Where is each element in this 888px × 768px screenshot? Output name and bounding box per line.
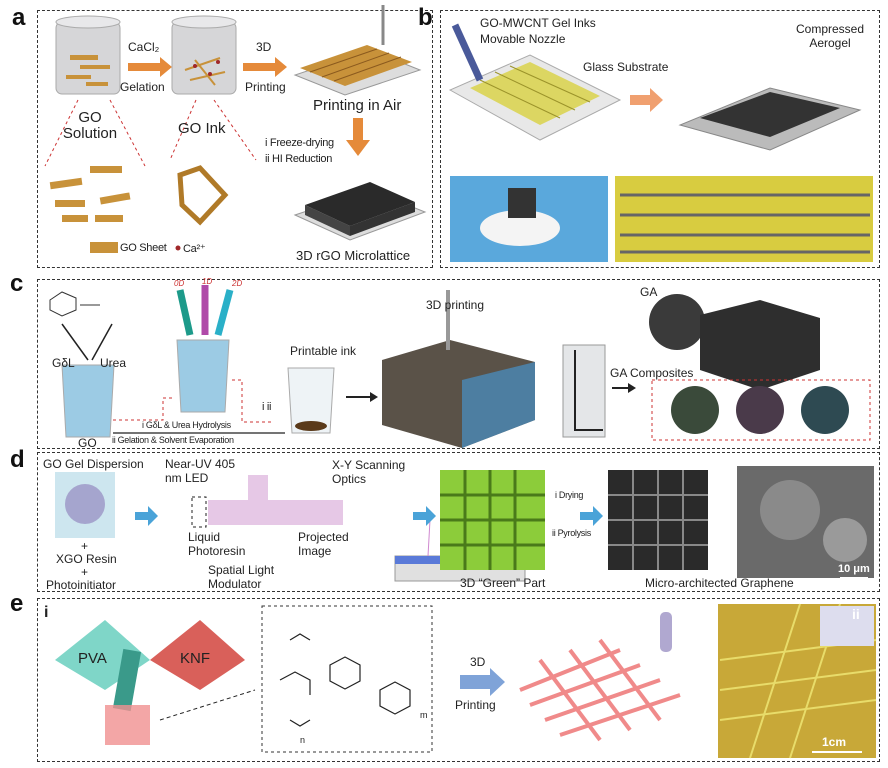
label-projected-image: Projected Image [298,530,349,558]
label-graphene: Micro-architected Graphene [645,576,794,590]
label-photoinitiator: Photoinitiator [46,578,117,592]
label-1d: 1D [202,277,213,286]
sub-label-ii: ii [852,606,860,622]
label-ga: GA [640,285,658,299]
label-drying: i Drying [555,490,584,500]
label-plus-1: + [81,539,89,553]
label-ga-composites: GA Composites [610,366,694,380]
label-microlattice: 3D rGO Microlattice [296,248,411,263]
sub-label-i: i [44,604,49,621]
scale-bar-10um: 10 μm [838,563,870,575]
panel-d [37,452,880,592]
panel-label-d: d [10,446,25,473]
label-go: GO [78,436,97,450]
label-3d: 3D [470,655,486,669]
label-hi-reduction: ii HI Reduction [265,153,333,165]
label-2d: 2D [232,279,243,288]
label-modulator: Spatial Light Modulator [208,563,275,591]
label-plus-2: + [81,565,89,579]
legend-go-sheet: GO Sheet [120,242,167,254]
label-urea: Urea [100,356,127,370]
panel-c [37,279,880,449]
label-subscript-n: n [300,735,306,745]
label-gdl: GδL [52,356,75,370]
beaker-go-solution [55,15,121,95]
panel-label-a: a [12,4,26,31]
label-photoresin: Liquid Photoresin [188,530,246,558]
label-substrate: Glass Substrate [583,60,669,74]
label-gelation: Gelation [120,80,165,94]
label-3d-printing: 3D printing [426,298,485,312]
label-scanning-optics: X-Y Scanning Optics [332,458,406,486]
label-printing-in-air: Printing in Air [313,97,402,114]
label-aerogel: Compressed Aerogel [795,22,865,50]
label-subscript-m: m [420,710,428,720]
label-go-solution: GO Solution [62,109,118,142]
scale-bar-1cm: 1cm [822,735,847,749]
panel-label-c: c [10,270,24,297]
label-3d: 3D [256,40,272,54]
label-pyrolysis: ii Pyrolysis [552,528,591,538]
label-printable-ink: Printable ink [290,344,357,358]
label-gelation-evaporation: ii Gelation & Solvent Evaporation [112,435,234,445]
panel-a [37,10,433,268]
panel-label-b: b [418,4,433,31]
label-freeze-drying: i Freeze-drying [265,137,334,149]
label-pva: PVA [78,650,107,667]
panel-label-e: e [10,590,24,617]
legend-ca: Ca²⁺ [183,243,206,255]
label-green-part: 3D “Green” Part [460,576,546,590]
label-printing: Printing [245,80,286,94]
label-printing: Printing [455,698,496,712]
label-go-gel-dispersion: GO Gel Dispersion [43,457,144,471]
label-knf: KNF [180,650,210,667]
label-led: Near-UV 405 nm LED [165,457,236,485]
label-cacl2: CaCl₂ [128,40,160,54]
label-go-ink: GO Ink [178,120,226,137]
label-nozzle: Movable Nozzle [480,32,566,46]
panel-e [37,598,880,762]
label-hydrolysis: i GδL & Urea Hydrolysis [142,420,231,430]
label-0d: 0D [174,279,185,288]
label-xgo-resin: XGO Resin [56,552,117,566]
panel-b [440,10,880,268]
label-steps-i-ii: i ii [262,401,272,413]
label-gel-inks: GO-MWCNT Gel Inks [480,16,596,30]
beaker-go-ink [171,15,237,95]
